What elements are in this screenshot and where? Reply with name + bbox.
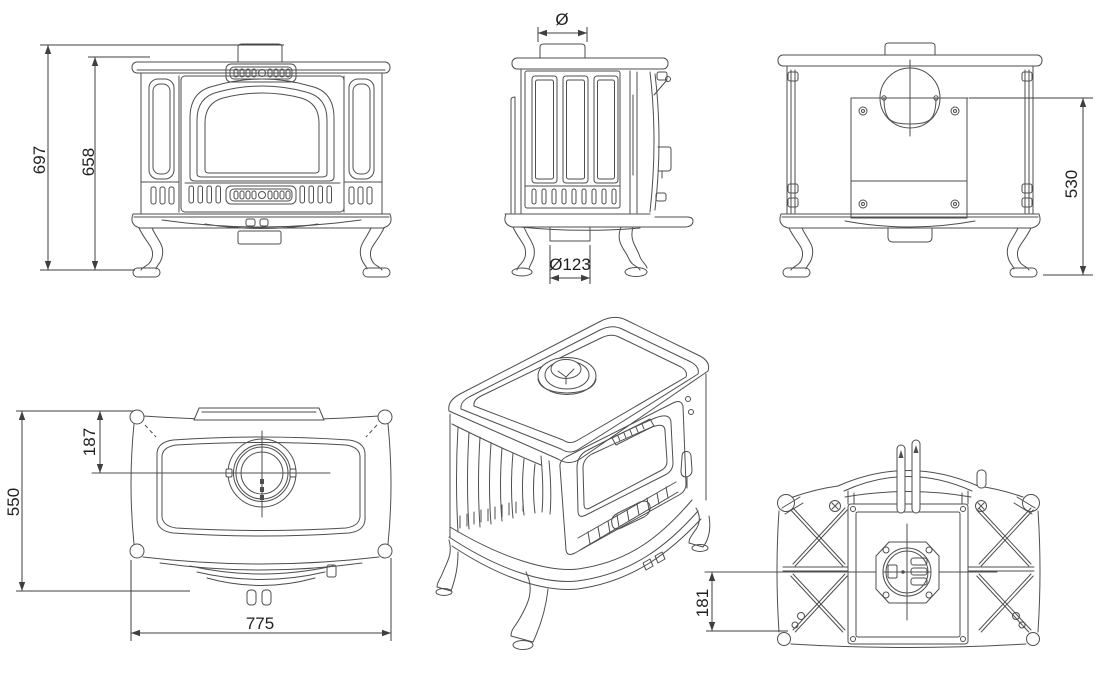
- base-side: [504, 213, 694, 242]
- base-front: [131, 213, 392, 245]
- dim-top-depth: 550: [4, 488, 23, 516]
- front-legs: [132, 227, 391, 278]
- top-plate-outline: [129, 409, 393, 571]
- dim-floor-duct-diameter: Ø123: [549, 255, 591, 274]
- iso-legs: [435, 507, 711, 650]
- flue-collar-front: [237, 43, 283, 63]
- dim-top-flue-offset: 187: [80, 428, 99, 456]
- dim-bottom-outlet-offset: 181: [693, 589, 712, 617]
- dim-front-overall-height: 697: [30, 146, 49, 174]
- dim-front-body-height: 658: [79, 148, 98, 176]
- bottom-plate: [847, 503, 969, 645]
- iso-base: [448, 499, 702, 590]
- top-plate-panel: [156, 436, 366, 537]
- dimension-graphics: [16, 27, 1093, 641]
- base-back: [779, 213, 1041, 243]
- side-body: [510, 68, 621, 215]
- heat-shield: [850, 97, 968, 219]
- front-view: [131, 43, 392, 278]
- iso-flue-collar: [537, 357, 597, 395]
- bottom-air-grille: [184, 182, 341, 205]
- dim-top-width: 775: [246, 614, 274, 633]
- front-body: [140, 72, 383, 215]
- top-view: [91, 407, 393, 606]
- bottom-outline: [776, 469, 1041, 648]
- front-edge-top: [189, 564, 337, 606]
- top-plate-side: [511, 57, 669, 70]
- side-view: [504, 43, 694, 277]
- bottom-braces: [782, 500, 1035, 633]
- iso-door-handle: [680, 451, 693, 489]
- door-handle-top: [326, 564, 337, 578]
- center-lines: [91, 430, 331, 518]
- bottom-prongs: [896, 439, 921, 514]
- door-handle-side: [657, 146, 672, 179]
- isometric-view: [435, 316, 711, 650]
- back-view: [777, 42, 1043, 278]
- back-body: [786, 65, 1034, 215]
- rear-handle-bar: [193, 407, 325, 421]
- rear-bracket: [882, 42, 938, 56]
- iso-fire-door: [559, 396, 694, 555]
- door-edge-side: [629, 70, 672, 214]
- dimension-labels: 697 658 Ø Ø123 530 550 187 775 181: [4, 10, 1081, 633]
- dim-rear-flue-center-height: 530: [1062, 170, 1081, 198]
- bottom-view: [704, 439, 1041, 648]
- back-legs: [782, 227, 1038, 278]
- side-legs: [511, 226, 648, 277]
- dim-flue-diameter-symbol: Ø: [555, 10, 568, 29]
- iso-body: [449, 373, 707, 539]
- flue-collar-side: [539, 43, 586, 59]
- top-air-grille: [225, 63, 297, 83]
- bottom-center-lines: [704, 523, 998, 621]
- flue-collar-top: [91, 430, 331, 518]
